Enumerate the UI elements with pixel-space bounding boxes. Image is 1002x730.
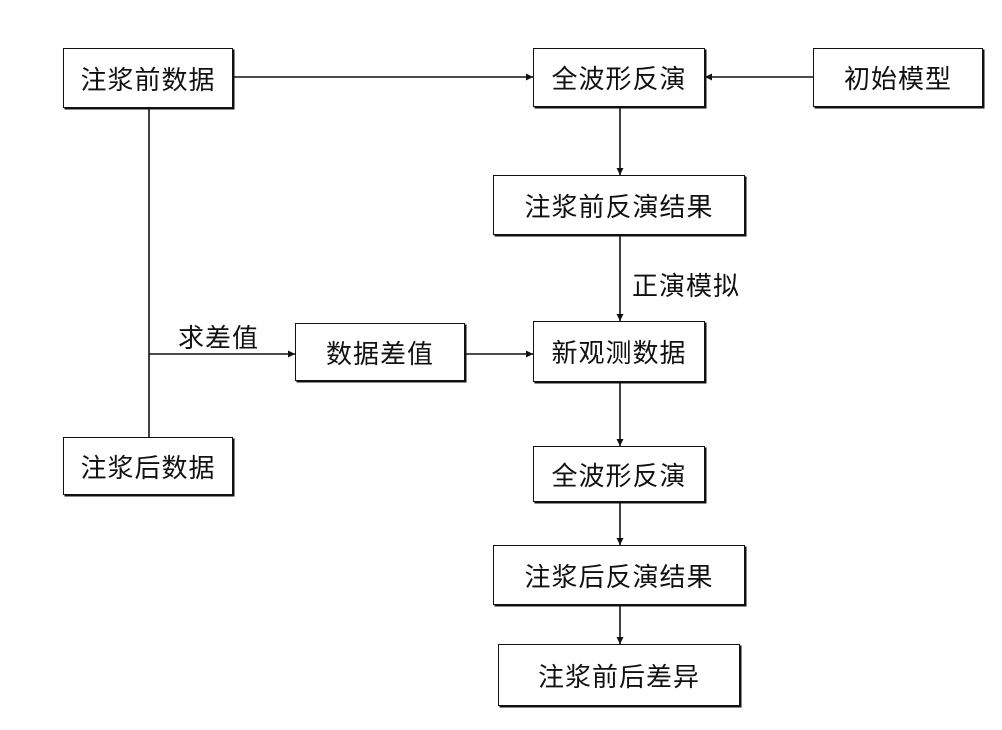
edge-label-difference: 求差值 (178, 324, 260, 354)
node-initial-model-label: 初始模型 (843, 65, 952, 95)
node-pre-post-grouting-difference-label: 注浆前后差异 (537, 662, 700, 693)
node-full-waveform-inversion-2-label: 全波形反演 (551, 461, 687, 492)
node-pre-grouting-data-label: 注浆前数据 (80, 65, 216, 96)
node-new-observation-data: 新观测数据 (533, 321, 705, 382)
node-data-difference-label: 数据差值 (325, 339, 434, 370)
node-full-waveform-inversion-2: 全波形反演 (533, 446, 705, 502)
node-data-difference: 数据差值 (295, 323, 465, 381)
node-full-waveform-inversion-1-label: 全波形反演 (551, 65, 687, 95)
node-post-grouting-inversion-result: 注浆后反演结果 (493, 545, 745, 605)
node-pre-grouting-inversion-result: 注浆前反演结果 (493, 175, 745, 235)
node-pre-grouting-data: 注浆前数据 (63, 48, 233, 108)
node-pre-grouting-inversion-result-label: 注浆前反演结果 (524, 192, 714, 223)
node-post-grouting-data-label: 注浆后数据 (80, 453, 216, 484)
node-initial-model: 初始模型 (813, 48, 983, 107)
node-post-grouting-inversion-result-label: 注浆后反演结果 (524, 562, 714, 593)
node-post-grouting-data: 注浆后数据 (63, 437, 233, 495)
edge-label-forward-modeling: 正演模拟 (632, 272, 741, 302)
node-pre-post-grouting-difference: 注浆前后差异 (498, 644, 740, 706)
node-new-observation-data-label: 新观测数据 (551, 339, 687, 369)
node-full-waveform-inversion-1: 全波形反演 (533, 48, 705, 107)
